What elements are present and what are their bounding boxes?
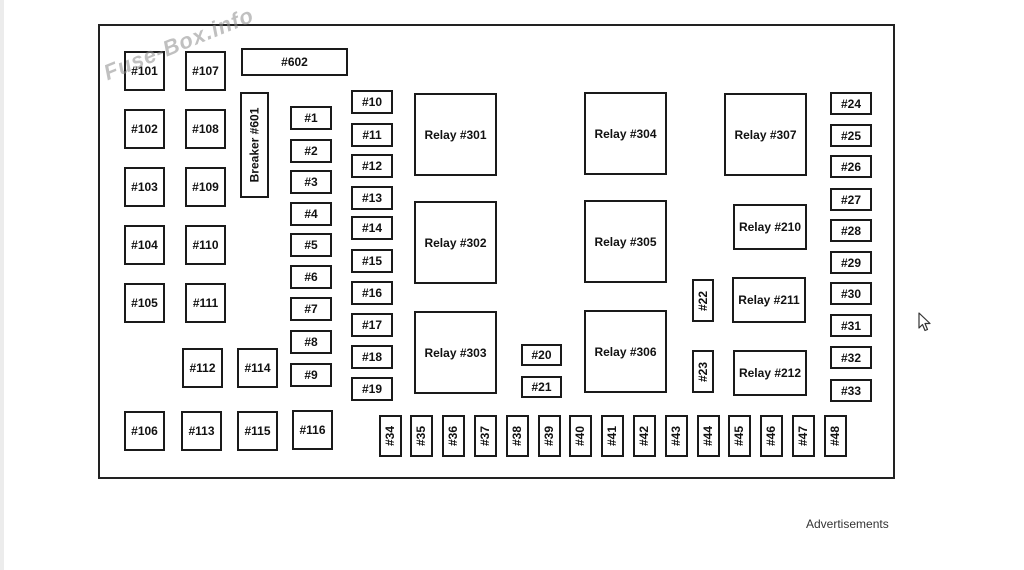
fuse-101: #101 — [124, 51, 165, 91]
fuse-31: #31 — [830, 314, 872, 337]
fuse-34: #34 — [379, 415, 402, 457]
fuse-15: #15 — [351, 249, 393, 273]
relay-305: Relay #305 — [584, 200, 667, 283]
diagram-caption — [380, 0, 620, 6]
fuse-14: #14 — [351, 216, 393, 240]
fuse-38: #38 — [506, 415, 529, 457]
fuse-18: #18 — [351, 345, 393, 369]
fuse-39: #39 — [538, 415, 561, 457]
fuse-6: #6 — [290, 265, 332, 289]
fuse-25: #25 — [830, 124, 872, 147]
fuse-33: #33 — [830, 379, 872, 402]
fuse-21: #21 — [521, 376, 562, 398]
fuse-32: #32 — [830, 346, 872, 369]
fuse-1: #1 — [290, 106, 332, 130]
fuse-108: #108 — [185, 109, 226, 149]
mouse-cursor-icon — [918, 312, 931, 332]
fuse-106: #106 — [124, 411, 165, 451]
fuse-45: #45 — [728, 415, 751, 457]
fuse-111: #111 — [185, 283, 226, 323]
fuse-2: #2 — [290, 139, 332, 163]
breaker-601: Breaker #601 — [240, 92, 269, 198]
relay-306: Relay #306 — [584, 310, 667, 393]
fuse-110: #110 — [185, 225, 226, 265]
fuse-37: #37 — [474, 415, 497, 457]
fuse-48: #48 — [824, 415, 847, 457]
page-left-edge — [0, 0, 4, 570]
fuse-29: #29 — [830, 251, 872, 274]
fuse-112: #112 — [182, 348, 223, 388]
fuse-11: #11 — [351, 123, 393, 147]
fuse-19: #19 — [351, 377, 393, 401]
fuse-26: #26 — [830, 155, 872, 178]
fuse-107: #107 — [185, 51, 226, 91]
fuse-44: #44 — [697, 415, 720, 457]
fuse-42: #42 — [633, 415, 656, 457]
fuse-17: #17 — [351, 313, 393, 337]
fuse-27: #27 — [830, 188, 872, 211]
relay-212: Relay #212 — [733, 350, 807, 396]
fuse-116: #116 — [292, 410, 333, 450]
relay-301: Relay #301 — [414, 93, 497, 176]
fuse-4: #4 — [290, 202, 332, 226]
fuse-115: #115 — [237, 411, 278, 451]
fuse-102: #102 — [124, 109, 165, 149]
fuse-9: #9 — [290, 363, 332, 387]
fuse-104: #104 — [124, 225, 165, 265]
fuse-13: #13 — [351, 186, 393, 210]
fuse-30: #30 — [830, 282, 872, 305]
fuse-46: #46 — [760, 415, 783, 457]
relay-211: Relay #211 — [732, 277, 806, 323]
relay-307: Relay #307 — [724, 93, 807, 176]
fuse-23: #23 — [692, 350, 714, 393]
fuse-114: #114 — [237, 348, 278, 388]
fuse-113: #113 — [181, 411, 222, 451]
fuse-28: #28 — [830, 219, 872, 242]
fuse-41: #41 — [601, 415, 624, 457]
relay-304: Relay #304 — [584, 92, 667, 175]
fuse-24: #24 — [830, 92, 872, 115]
fuse-109: #109 — [185, 167, 226, 207]
fuse-40: #40 — [569, 415, 592, 457]
fuse-3: #3 — [290, 170, 332, 194]
fuse-105: #105 — [124, 283, 165, 323]
fuse-8: #8 — [290, 330, 332, 354]
fuse-16: #16 — [351, 281, 393, 305]
relay-303: Relay #303 — [414, 311, 497, 394]
relay-210: Relay #210 — [733, 204, 807, 250]
fuse-12: #12 — [351, 154, 393, 178]
fuse-20: #20 — [521, 344, 562, 366]
fuse-36: #36 — [442, 415, 465, 457]
fuse-103: #103 — [124, 167, 165, 207]
fuse-7: #7 — [290, 297, 332, 321]
fuse-5: #5 — [290, 233, 332, 257]
fuse-43: #43 — [665, 415, 688, 457]
fuse-602: #602 — [241, 48, 348, 76]
fuse-10: #10 — [351, 90, 393, 114]
fuse-22: #22 — [692, 279, 714, 322]
relay-302: Relay #302 — [414, 201, 497, 284]
fuse-35: #35 — [410, 415, 433, 457]
fuse-47: #47 — [792, 415, 815, 457]
advertisements-label: Advertisements — [806, 517, 889, 531]
